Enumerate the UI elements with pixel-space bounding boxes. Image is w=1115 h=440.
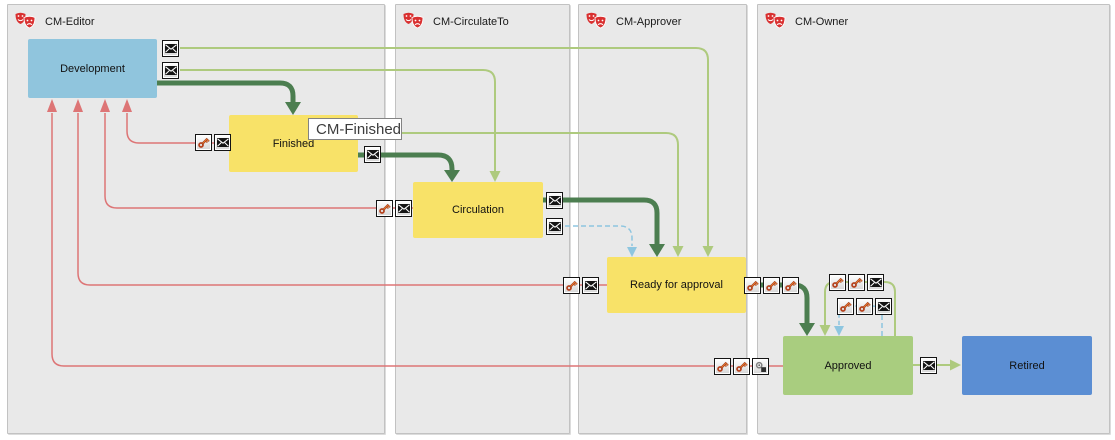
lane-label: CM-Approver — [616, 16, 682, 28]
state-development[interactable]: Development — [28, 39, 157, 98]
theater-masks-icon — [14, 10, 38, 34]
transition-ready-back-to-development — [73, 99, 607, 286]
theater-masks-icon — [585, 10, 609, 34]
key-icon[interactable] — [856, 298, 873, 315]
key-icon[interactable] — [714, 358, 731, 375]
lane-header: CM-Editor — [14, 10, 95, 34]
transition-icons-finished-notify — [364, 146, 381, 163]
transition-development-notify-ready — [180, 47, 714, 257]
transition-development-notify-circulation — [180, 69, 501, 182]
transition-icons-approved-retire — [920, 357, 937, 374]
transition-circulation-back-to-development — [100, 99, 413, 209]
transition-tooltip: CM-Finished — [308, 118, 402, 140]
transition-icons-circulation-notify-1 — [546, 192, 563, 209]
state-ready[interactable]: Ready for approval — [607, 257, 746, 313]
transition-development-to-finished — [157, 80, 301, 115]
transition-icons-approved-loop-2 — [837, 298, 892, 315]
transition-circulation-to-ready — [543, 197, 665, 257]
transition-finished-notify-ready — [402, 132, 684, 257]
key-icon[interactable] — [376, 200, 393, 217]
transition-icons-development-notify-1 — [162, 40, 179, 57]
transition-icons-finished-reject — [195, 134, 231, 151]
envelope-icon[interactable] — [546, 192, 563, 209]
gear-square-icon[interactable] — [752, 358, 769, 375]
transition-approved-back-to-development — [47, 99, 783, 367]
transition-finished-to-circulation — [358, 152, 460, 182]
lane-header: CM-Approver — [585, 10, 681, 34]
state-circulation[interactable]: Circulation — [413, 182, 543, 238]
key-icon[interactable] — [782, 277, 799, 294]
transition-icons-circulation-notify-2 — [546, 218, 563, 235]
key-icon[interactable] — [837, 298, 854, 315]
key-icon[interactable] — [733, 358, 750, 375]
envelope-icon[interactable] — [875, 298, 892, 315]
lane-header: CM-CirculateTo — [402, 10, 509, 34]
key-icon[interactable] — [763, 277, 780, 294]
transition-icons-circulation-reject — [376, 200, 412, 217]
envelope-icon[interactable] — [364, 146, 381, 163]
lane-label: CM-CirculateTo — [433, 16, 509, 28]
theater-masks-icon — [402, 10, 426, 34]
envelope-icon[interactable] — [867, 274, 884, 291]
envelope-icon[interactable] — [162, 62, 179, 79]
lane-label: CM-Owner — [795, 16, 849, 28]
envelope-icon[interactable] — [214, 134, 231, 151]
key-icon[interactable] — [829, 274, 846, 291]
envelope-icon[interactable] — [920, 357, 937, 374]
key-icon[interactable] — [848, 274, 865, 291]
transition-circulation-optional-ready — [565, 225, 637, 257]
lane-header: CM-Owner — [764, 10, 848, 34]
key-icon[interactable] — [563, 277, 580, 294]
lane-label: CM-Editor — [45, 16, 95, 28]
envelope-icon[interactable] — [546, 218, 563, 235]
transition-finished-back-to-development — [122, 99, 229, 144]
state-approved[interactable]: Approved — [783, 336, 913, 395]
theater-masks-icon — [764, 10, 788, 34]
envelope-icon[interactable] — [582, 277, 599, 294]
transition-icons-development-notify-2 — [162, 62, 179, 79]
key-icon[interactable] — [195, 134, 212, 151]
transition-icons-ready-reject — [563, 277, 599, 294]
envelope-icon[interactable] — [395, 200, 412, 217]
key-icon[interactable] — [744, 277, 761, 294]
transition-icons-approved-loop-1 — [829, 274, 884, 291]
state-retired[interactable]: Retired — [962, 336, 1092, 395]
transition-icons-approved-reject — [714, 358, 769, 375]
transition-icons-ready-approve — [744, 277, 799, 294]
envelope-icon[interactable] — [162, 40, 179, 57]
